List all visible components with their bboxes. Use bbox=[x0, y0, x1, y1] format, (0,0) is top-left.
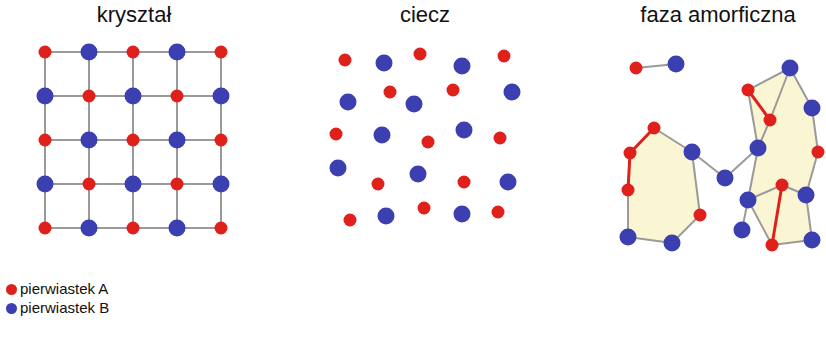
bond bbox=[692, 152, 700, 215]
atom bbox=[498, 50, 511, 63]
atom bbox=[694, 209, 707, 222]
atom bbox=[804, 232, 821, 249]
atom bbox=[215, 222, 228, 235]
atom bbox=[684, 144, 701, 161]
atom bbox=[171, 90, 184, 103]
atom bbox=[798, 187, 815, 204]
atom bbox=[374, 127, 391, 144]
legend-text: pierwiastek B bbox=[20, 299, 109, 316]
atom bbox=[127, 222, 140, 235]
atom bbox=[339, 54, 352, 67]
atom bbox=[169, 132, 186, 149]
atom bbox=[410, 166, 427, 183]
atom bbox=[630, 62, 643, 75]
atom bbox=[740, 192, 757, 209]
atom bbox=[372, 178, 385, 191]
amorphous-network bbox=[620, 56, 825, 252]
atom bbox=[766, 239, 779, 252]
atom bbox=[169, 220, 186, 237]
atom bbox=[500, 174, 517, 191]
atom bbox=[37, 176, 54, 193]
atom bbox=[125, 88, 142, 105]
atom bbox=[83, 90, 96, 103]
atom bbox=[39, 46, 52, 59]
atom bbox=[664, 235, 681, 252]
atom bbox=[447, 84, 460, 97]
panel-title: ciecz bbox=[400, 2, 450, 28]
atom bbox=[414, 48, 427, 61]
atom bbox=[782, 60, 799, 77]
atom bbox=[215, 134, 228, 147]
atom bbox=[422, 136, 435, 149]
atom bbox=[804, 100, 821, 117]
atom bbox=[668, 56, 685, 73]
crystal-lattice bbox=[37, 44, 230, 237]
atom bbox=[454, 58, 471, 75]
atom bbox=[39, 134, 52, 147]
bond bbox=[772, 185, 782, 245]
atom bbox=[127, 134, 140, 147]
atom bbox=[750, 140, 767, 157]
liquid-atoms bbox=[330, 48, 521, 227]
atom bbox=[127, 46, 140, 59]
atom bbox=[406, 96, 423, 113]
atom bbox=[764, 114, 777, 127]
atom bbox=[81, 220, 98, 237]
legend-swatch bbox=[6, 284, 17, 295]
panel-title: faza amorficzna bbox=[640, 2, 795, 28]
atom bbox=[384, 86, 397, 99]
atom bbox=[378, 208, 395, 225]
atom bbox=[81, 132, 98, 149]
atom bbox=[734, 222, 751, 239]
atom bbox=[83, 178, 96, 191]
atom bbox=[458, 176, 471, 189]
atom bbox=[330, 128, 343, 141]
atom bbox=[213, 176, 230, 193]
atom bbox=[340, 94, 357, 111]
atom bbox=[418, 202, 431, 215]
atom bbox=[622, 184, 635, 197]
atom bbox=[344, 214, 357, 227]
atom bbox=[37, 88, 54, 105]
atom bbox=[125, 176, 142, 193]
legend-swatch bbox=[6, 303, 17, 314]
atom bbox=[742, 84, 755, 97]
atom bbox=[215, 46, 228, 59]
atom bbox=[504, 84, 521, 101]
atom bbox=[648, 122, 661, 135]
atom bbox=[492, 206, 505, 219]
atom bbox=[39, 222, 52, 235]
atom bbox=[494, 132, 507, 145]
atom bbox=[812, 146, 825, 159]
legend-text: pierwiastek A bbox=[20, 280, 108, 297]
atom bbox=[169, 44, 186, 61]
atom bbox=[376, 55, 393, 72]
atom bbox=[454, 206, 471, 223]
atom bbox=[717, 170, 734, 187]
panel-title: kryształ bbox=[97, 2, 172, 28]
atom bbox=[624, 147, 637, 160]
atom bbox=[620, 229, 637, 246]
atom bbox=[171, 178, 184, 191]
atom bbox=[213, 88, 230, 105]
atom bbox=[81, 44, 98, 61]
atom bbox=[330, 160, 347, 177]
atom bbox=[456, 122, 473, 139]
atom bbox=[776, 179, 789, 192]
